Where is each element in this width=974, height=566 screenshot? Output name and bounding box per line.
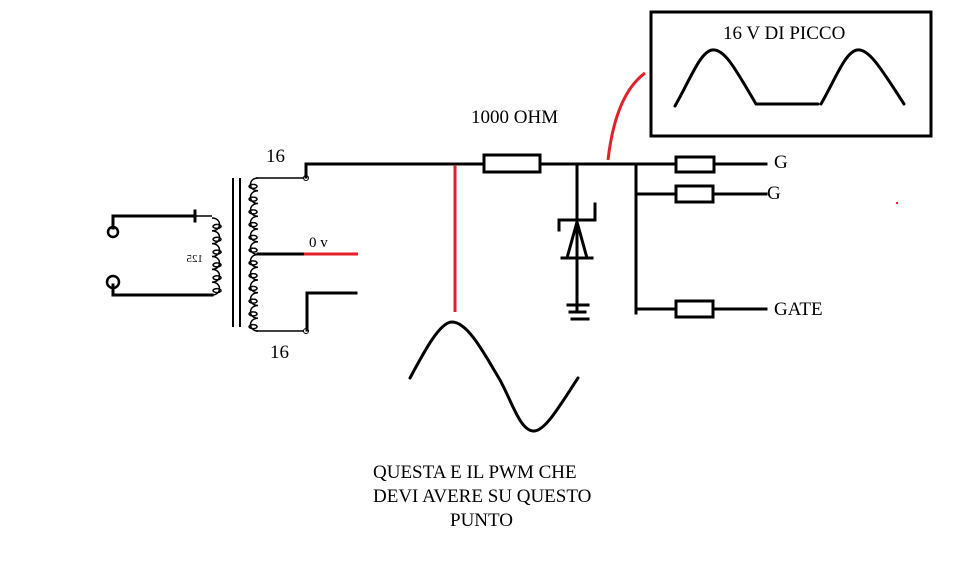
secondary-bottom-label: 16: [270, 342, 289, 363]
resistor-1000-ohm: [482, 153, 542, 174]
secondary-coil-path: [248, 177, 259, 332]
zener-diode: [557, 163, 597, 312]
output-gate: GATE: [634, 299, 823, 320]
resistor-label: 1000 OHM: [471, 107, 558, 128]
output-g1: G: [674, 152, 788, 174]
input-terminal-top-icon: [106, 225, 120, 239]
peak-box-title: 16 V DI PICCO: [723, 23, 845, 44]
primary-input: [105, 209, 214, 297]
resistor-gate: [674, 299, 715, 319]
peak-box: 16 V DI PICCO: [649, 10, 933, 138]
output-label-gate: GATE: [774, 299, 823, 320]
secondary-bottom-wire: [305, 291, 358, 332]
center-tap-label: 0 v: [309, 235, 328, 251]
caption-line-3: PUNTO: [450, 510, 513, 531]
caption-line-2: DEVI AVERE SU QUESTO: [373, 486, 591, 507]
rectified-wave-hump-2: [819, 48, 906, 106]
primary-coil: 125: [186, 217, 222, 296]
primary-label: 125: [186, 253, 203, 265]
ground-icon: [566, 303, 590, 321]
output-label-g1: G: [774, 152, 788, 173]
primary-bottom-wire: [111, 283, 214, 297]
primary-coil-path: [211, 217, 222, 296]
resistor-g2: [674, 184, 715, 204]
caption-line-1: QUESTA E IL PWM CHE: [373, 462, 577, 483]
stray-red-dot: [896, 202, 898, 204]
probe-line-peak: [606, 71, 646, 161]
output-label-g2: G: [767, 183, 781, 204]
rectified-wave-hump-1: [673, 48, 758, 108]
main-rail-left: [304, 162, 486, 179]
resistor-g1: [674, 155, 716, 174]
sine-wave: [408, 320, 580, 433]
primary-top-wire: [111, 214, 197, 230]
output-g2: G: [634, 183, 781, 204]
secondary-top-label: 16: [266, 146, 285, 167]
